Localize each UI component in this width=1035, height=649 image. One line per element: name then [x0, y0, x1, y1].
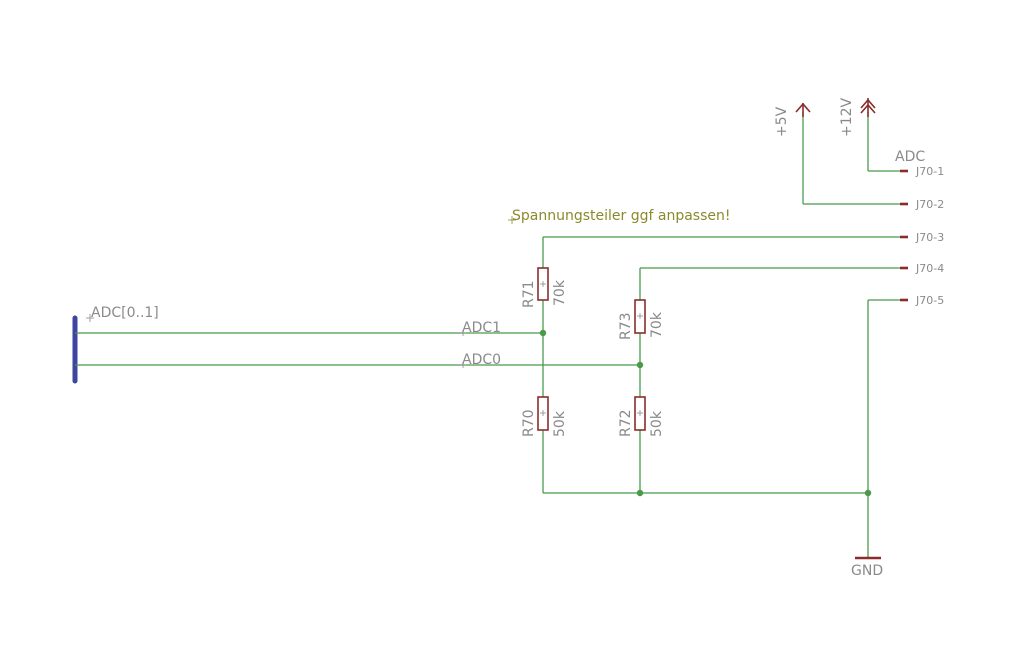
connector-pin-j70-2[interactable]: J70-2: [900, 198, 944, 211]
resistor-r70[interactable]: R70 50k: [521, 396, 568, 437]
supply-5v-label: +5V: [774, 106, 790, 137]
supply-12v-label: +12V: [839, 97, 855, 137]
bus-label: ADC[0..1]: [91, 305, 159, 321]
junction-gnd-r72: [636, 489, 644, 497]
r71-ref: R71: [521, 280, 537, 308]
r71-value: 70k: [552, 279, 568, 306]
r73-value: 70k: [649, 311, 665, 338]
connector-name: ADC: [895, 149, 925, 165]
r72-ref: R72: [618, 409, 634, 437]
pin-label: J70-1: [915, 165, 944, 178]
supply-12v[interactable]: +12V: [839, 97, 876, 137]
connector-pin-j70-5[interactable]: J70-5: [900, 294, 944, 307]
net-label-adc1: ADC1: [462, 320, 501, 336]
junction-adc1: [539, 329, 547, 337]
pin-label: J70-4: [915, 262, 944, 275]
r70-ref: R70: [521, 409, 537, 437]
resistor-r72[interactable]: R72 50k: [618, 396, 665, 437]
divider-note: Spannungsteiler ggf anpassen!: [512, 208, 730, 224]
pin-label: J70-5: [915, 294, 944, 307]
ground-symbol[interactable]: GND: [851, 556, 883, 579]
junction-adc0: [636, 361, 644, 369]
junction-gnd-main: [864, 489, 872, 497]
supply-5v[interactable]: +5V: [774, 102, 811, 137]
r70-value: 50k: [552, 410, 568, 437]
pin-label: J70-3: [915, 231, 944, 244]
net-label-adc0: ADC0: [462, 352, 501, 368]
resistor-r73[interactable]: R73 70k: [618, 299, 665, 340]
pin-label: J70-2: [915, 198, 944, 211]
r72-value: 50k: [649, 410, 665, 437]
gnd-label: GND: [851, 563, 883, 579]
connector-pin-j70-3[interactable]: J70-3: [900, 231, 944, 244]
r73-ref: R73: [618, 312, 634, 340]
connector-pin-j70-4[interactable]: J70-4: [900, 262, 944, 275]
connector-pin-j70-1[interactable]: J70-1: [900, 165, 944, 178]
resistor-r71[interactable]: R71 70k: [521, 267, 568, 308]
